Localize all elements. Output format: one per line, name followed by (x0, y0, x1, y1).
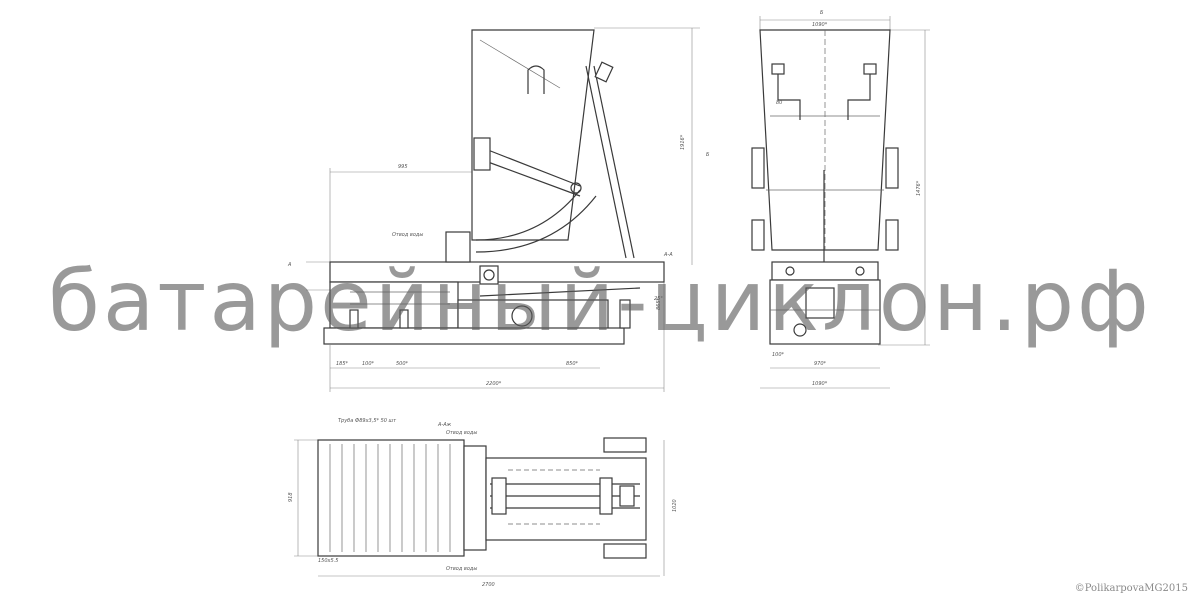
front-dim-left-label: 100* (772, 352, 785, 358)
chute-curve (475, 189, 581, 241)
dim-mid-label: 865* (656, 297, 662, 310)
water-outlet-label: Отвод воды (392, 232, 423, 238)
hinge-block (473, 137, 491, 171)
plan-top-bracket (603, 437, 647, 453)
side-view: 995 1916* 865* Отвод воды 185* 100* 500*… (287, 27, 710, 392)
pivot-joint (570, 182, 582, 194)
strut-head (594, 61, 614, 83)
dim-total-label: 2200* (486, 381, 502, 387)
plan-motor (619, 485, 635, 507)
angle-label: 25° (654, 296, 663, 302)
front-side-bar-left-2 (751, 219, 765, 251)
base-skid (323, 327, 625, 345)
plan-mechanism-frame (485, 457, 647, 541)
front-clamp-right (863, 63, 877, 75)
outlet-box (445, 231, 471, 263)
front-view: Б 1090* 1476* 80 970* 1090* 100* (751, 10, 930, 389)
bearing (483, 269, 495, 281)
drive-housing (457, 299, 609, 331)
plan-dim-left-label: 918 (288, 492, 294, 502)
hopper-diagonal (479, 39, 561, 89)
front-clamp-left (771, 63, 785, 75)
strut-right (593, 65, 635, 259)
lever-arm-top (487, 149, 581, 187)
plan-bearing-block (491, 477, 507, 515)
dim-bottom-2: 100* (362, 361, 375, 367)
front-wheel (793, 323, 807, 337)
bearing-block (479, 265, 499, 285)
drive-wheel (511, 305, 533, 327)
mark-b: Б (706, 152, 710, 158)
dim-top-label: 995 (398, 164, 408, 170)
plan-pipe-label: Труба Ф89х3,5* 50 шт (338, 418, 397, 424)
front-handle-left (777, 70, 801, 120)
plan-dim-right-label: 1020 (672, 499, 678, 512)
leg-2 (399, 309, 409, 329)
front-bolt-1 (785, 266, 795, 276)
front-side-bar-right (885, 147, 899, 189)
dim-bottom-1: 185* (336, 361, 349, 367)
plan-view: А-Аж Труба Ф89х3,5* 50 шт Отвод воды Отв… (288, 418, 678, 588)
dim-bottom-4: 850* (566, 361, 579, 367)
plan-grate-tubes (329, 444, 451, 552)
plan-section-label: А-Аж (437, 422, 452, 428)
leg-1 (349, 309, 359, 329)
front-dim-top-label: 1090* (812, 22, 828, 28)
hopper-body (471, 29, 595, 241)
front-crossbeam (771, 261, 879, 281)
front-handle-right (847, 70, 871, 120)
plan-dim-total-label: 2700 (482, 582, 495, 588)
plan-water-bottom-label: Отвод воды (446, 566, 477, 572)
dim-bottom-3: 500* (396, 361, 409, 367)
front-bolt-2 (855, 266, 865, 276)
plan-grate (317, 439, 465, 557)
front-dim-outer-label: 1090* (812, 381, 828, 387)
lever-arm-bottom (487, 161, 581, 197)
plan-coupling (599, 477, 613, 515)
front-side-bar-left (751, 147, 765, 189)
front-gearbox (805, 287, 835, 319)
chute-curve-outer (475, 195, 597, 253)
front-dim-inner-label: 970* (814, 361, 827, 367)
hopper-handle (527, 65, 545, 94)
plan-water-top-label: Отвод воды (446, 430, 477, 436)
front-dim-height-label: 1476* (916, 180, 922, 196)
plan-bottom-bracket (603, 543, 647, 559)
tension-bar (479, 287, 641, 297)
front-mark-b: Б (820, 10, 824, 16)
mark-aa: А-А (663, 252, 673, 258)
front-dim-small-label: 80 (776, 100, 782, 106)
leg-3 (619, 299, 631, 329)
mark-a: А (287, 262, 292, 268)
dim-height-label: 1916* (680, 134, 686, 150)
plan-dim-bl-label: 150х5.5 (318, 558, 338, 564)
front-side-bar-right-2 (885, 219, 899, 251)
plan-collector (463, 445, 487, 551)
strut-left (585, 65, 627, 259)
bath-tank (329, 281, 459, 329)
copyright-text: ©PolikarpovaMG2015 (1074, 583, 1188, 594)
